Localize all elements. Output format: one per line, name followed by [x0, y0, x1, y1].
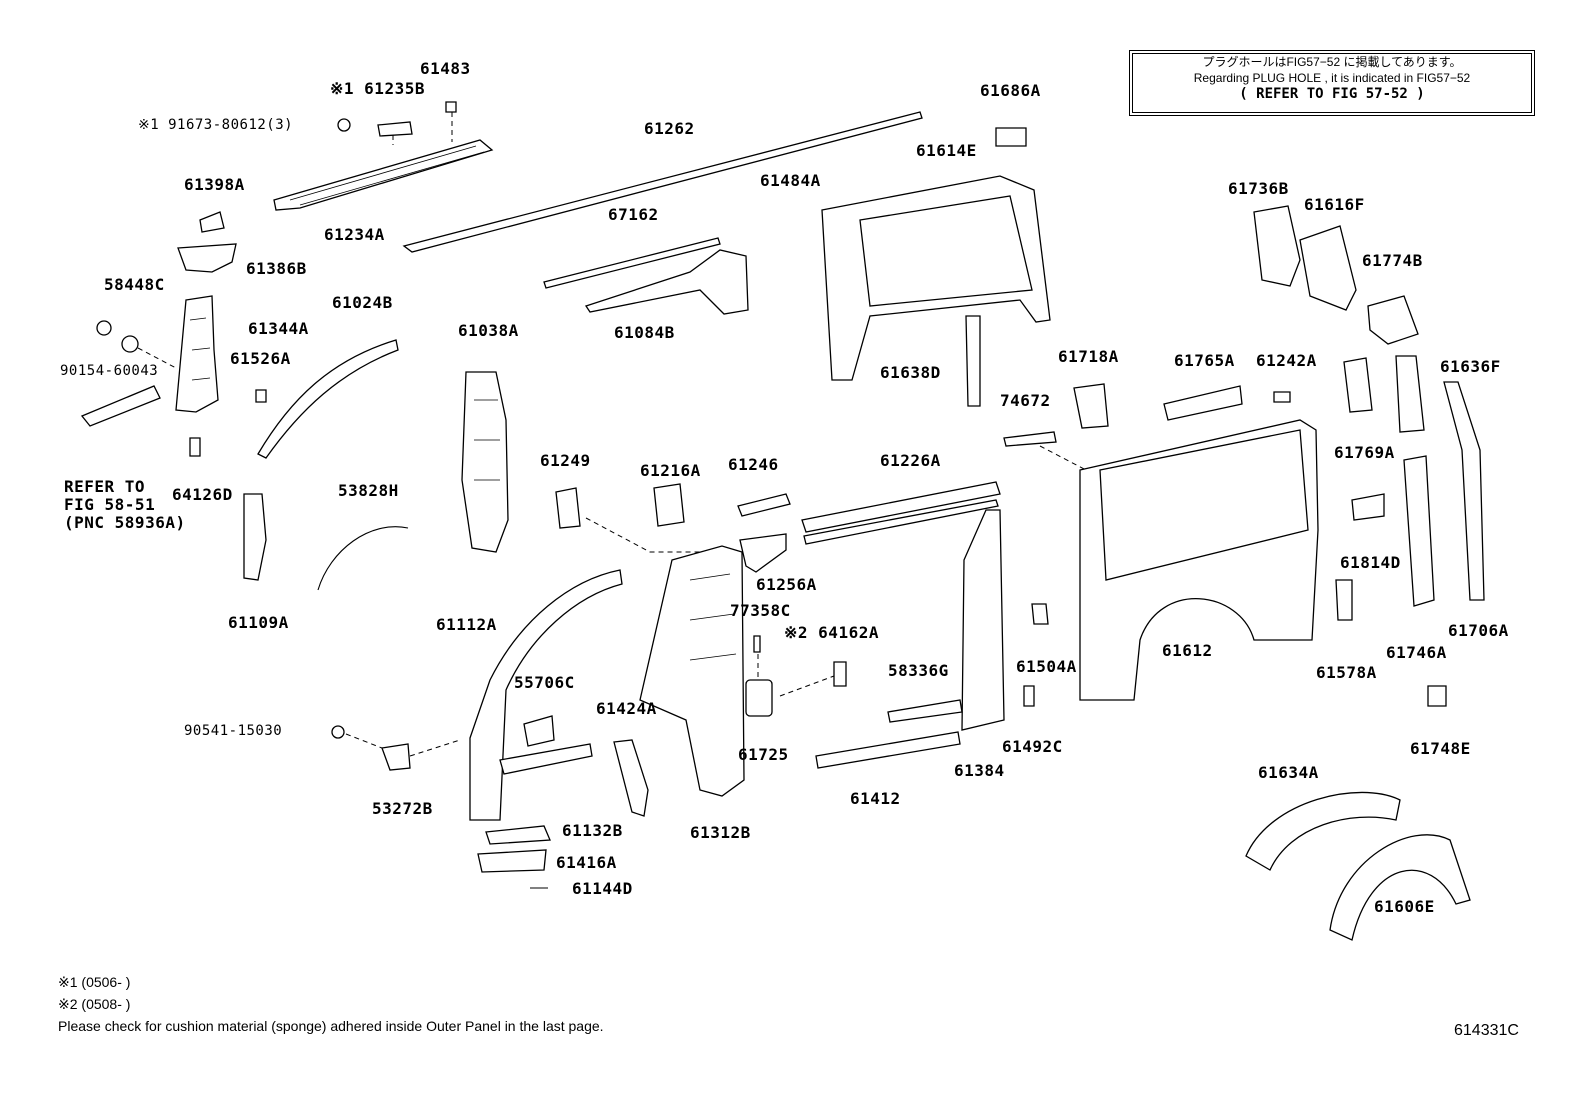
part-label-61769a: 61769A — [1334, 443, 1395, 462]
part-label-61416a: 61416A — [556, 853, 617, 872]
part-label-74672: 74672 — [1000, 391, 1051, 410]
part-label-61412: 61412 — [850, 789, 901, 808]
plug-hole-note: プラグホールはFIG57−52 に掲載してあります。 Regarding PLU… — [1129, 50, 1535, 116]
refer-line-1: REFER TO — [64, 477, 146, 496]
footnote-1: ※1 (0506- ) — [58, 974, 131, 990]
part-61038a-shape — [461, 371, 509, 553]
part-label-61144d: 61144D — [572, 879, 633, 898]
part-label-58448c: 58448C — [104, 275, 165, 294]
part-label-61616f: 61616F — [1304, 195, 1365, 214]
part-label-61424a: 61424A — [596, 699, 657, 718]
part-label-61344a: 61344A — [248, 319, 309, 338]
part-label-61578a: 61578A — [1316, 663, 1377, 682]
part-label-58336g: 58336G — [888, 661, 949, 680]
part-label-61736b: 61736B — [1228, 179, 1289, 198]
note-line-2: Regarding PLUG HOLE , it is indicated in… — [1193, 71, 1471, 85]
part-label-61132b: 61132B — [562, 821, 623, 840]
part-label-61084b: 61084B — [614, 323, 675, 342]
part-label-61109a: 61109A — [228, 613, 289, 632]
part-label-61638d: 61638D — [880, 363, 941, 382]
part-label-61748e: 61748E — [1410, 739, 1471, 758]
part-61234a-shape — [273, 101, 494, 211]
part-label-61492c: 61492C — [1002, 737, 1063, 756]
part-label-67162: 67162 — [608, 205, 659, 224]
part-label-90154-60043: 90154-60043 — [60, 363, 159, 379]
part-61736b-shape — [1253, 205, 1301, 287]
part-label-61814d: 61814D — [1340, 553, 1401, 572]
part-label-61398a: 61398A — [184, 175, 245, 194]
part-61112a-shape — [469, 569, 623, 821]
refer-line-3: (PNC 58936A) — [64, 513, 186, 532]
part-label-61774b: 61774B — [1362, 251, 1423, 270]
part-label-61038a: 61038A — [458, 321, 519, 340]
part-label-61718a: 61718A — [1058, 347, 1119, 366]
part-label-61636f: 61636F — [1440, 357, 1501, 376]
part-label-61686a: 61686A — [980, 81, 1041, 100]
part-label-61612: 61612 — [1162, 641, 1213, 660]
part-label-61235b: ※1 61235B — [330, 79, 425, 98]
note-line-3: ( REFER TO FIG 57-52 ) — [1239, 86, 1425, 102]
part-label-64162a: ※2 64162A — [784, 623, 879, 642]
part-label-61216a: 61216A — [640, 461, 701, 480]
part-61344a-shape — [175, 295, 219, 413]
part-label-61484a: 61484A — [760, 171, 821, 190]
part-label-91673-80612: ※1 91673-80612(3) — [138, 117, 294, 133]
part-label-61226a: 61226A — [880, 451, 941, 470]
part-label-61614e: 61614E — [916, 141, 977, 160]
part-label-77358c: 77358C — [730, 601, 791, 620]
part-label-61256a: 61256A — [756, 575, 817, 594]
part-label-61706a: 61706A — [1448, 621, 1509, 640]
note-line-1: プラグホールはFIG57−52 に掲載してあります。 — [1202, 55, 1462, 69]
footnote-2: ※2 (0508- ) — [58, 996, 131, 1012]
part-label-61249: 61249 — [540, 451, 591, 470]
part-label-55706c: 55706C — [514, 673, 575, 692]
part-label-61384: 61384 — [954, 761, 1005, 780]
part-61312b-shape — [639, 545, 745, 797]
part-label-61242a: 61242A — [1256, 351, 1317, 370]
part-label-61765a: 61765A — [1174, 351, 1235, 370]
part-61226a-shape — [801, 481, 1001, 533]
part-label-61112a: 61112A — [436, 615, 497, 634]
part-label-61246: 61246 — [728, 455, 779, 474]
part-label-61504a: 61504A — [1016, 657, 1077, 676]
part-61384-shape — [961, 509, 1005, 731]
part-61262-shape — [402, 111, 923, 253]
part-label-53272b: 53272B — [372, 799, 433, 818]
part-label-61312b: 61312B — [690, 823, 751, 842]
part-61024b-shape — [257, 339, 399, 459]
part-label-61024b: 61024B — [332, 293, 393, 312]
part-label-61725: 61725 — [738, 745, 789, 764]
part-61774b-shape — [1367, 295, 1419, 345]
part-61616f-shape — [1299, 225, 1357, 311]
part-label-53828h: 53828H — [338, 481, 399, 500]
part-61634a-shape — [1245, 791, 1401, 871]
part-label-61386b: 61386B — [246, 259, 307, 278]
part-label-61483: 61483 — [420, 59, 471, 78]
figure-code: 614331C — [1454, 1022, 1519, 1039]
part-53828h-shape — [317, 526, 409, 591]
part-label-61606e: 61606E — [1374, 897, 1435, 916]
part-label-61526a: 61526A — [230, 349, 291, 368]
part-label-61746a: 61746A — [1386, 643, 1447, 662]
part-label-61262: 61262 — [644, 119, 695, 138]
part-label-90541-15030: 90541-15030 — [184, 723, 283, 739]
refer-line-2: FIG 58-51 — [64, 495, 156, 514]
part-label-61634a: 61634A — [1258, 763, 1319, 782]
footnote-3: Please check for cushion material (spong… — [58, 1018, 604, 1034]
part-label-64126d: 64126D — [172, 485, 233, 504]
part-label-61234a: 61234A — [324, 225, 385, 244]
part-61606e-shape — [1329, 834, 1471, 941]
